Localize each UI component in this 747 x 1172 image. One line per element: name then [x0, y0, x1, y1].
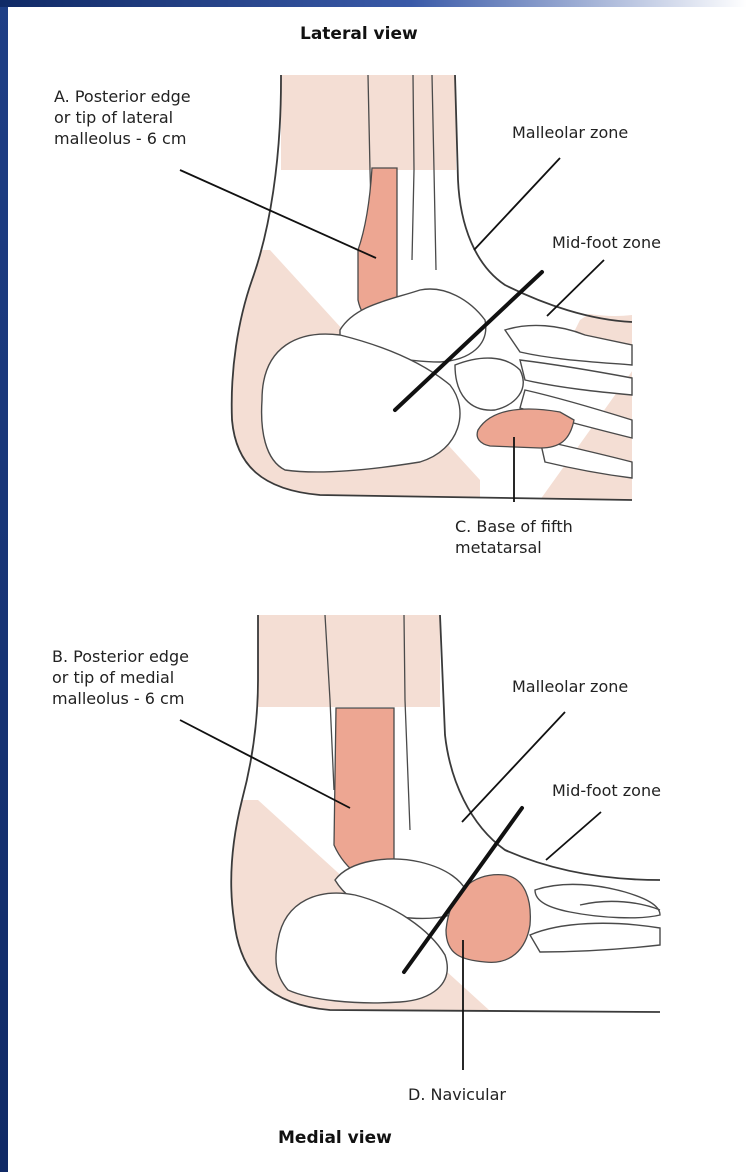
label-d: D. Navicular	[408, 1084, 506, 1105]
lateral-view-title: Lateral view	[300, 24, 418, 44]
leader-medial-midfoot	[546, 812, 601, 860]
lateral-malleolar-zone-label: Malleolar zone	[512, 122, 628, 143]
label-c: C. Base of fifth metatarsal	[455, 516, 573, 558]
leader-lateral-midfoot	[547, 260, 604, 316]
label-a: A. Posterior edge or tip of lateral mall…	[54, 86, 191, 149]
label-b: B. Posterior edge or tip of medial malle…	[52, 646, 189, 709]
medial-proximal-band	[258, 615, 440, 707]
lateral-midfoot-zone-label: Mid-foot zone	[552, 232, 661, 253]
leader-medial-malleolar	[462, 712, 565, 822]
leader-a	[180, 170, 376, 258]
leader-b	[180, 720, 350, 808]
medial-midfoot-zone-label: Mid-foot zone	[552, 780, 661, 801]
leader-lateral-malleolar	[474, 158, 560, 250]
medial-view-title: Medial view	[278, 1128, 392, 1148]
medial-malleolar-zone-label: Malleolar zone	[512, 676, 628, 697]
